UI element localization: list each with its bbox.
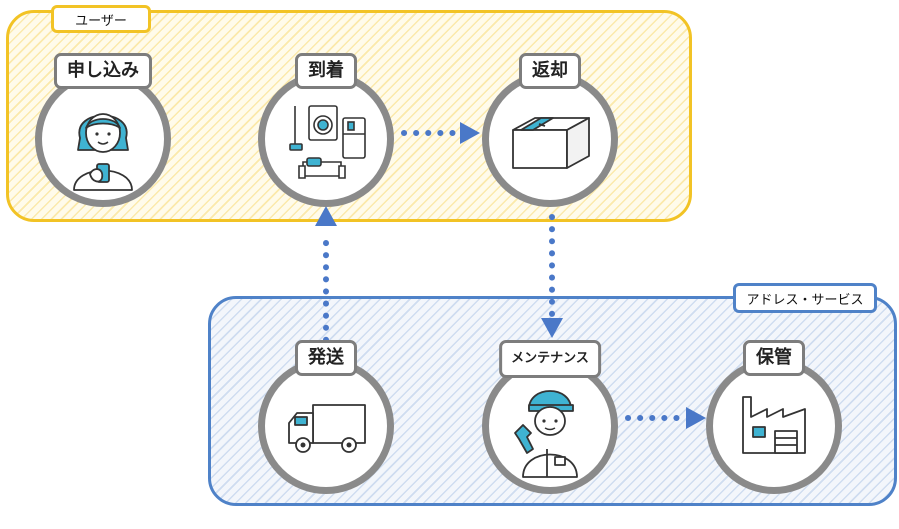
node-maint: メンテナンス xyxy=(482,340,618,494)
node-return: 返却 xyxy=(482,53,618,207)
node-label-store: 保管 xyxy=(743,340,805,376)
service-group-label: アドレス・サービス xyxy=(733,283,877,313)
arrowhead-return xyxy=(460,122,480,144)
user-group-label: ユーザー xyxy=(51,5,151,33)
node-label-apply: 申し込み xyxy=(54,53,152,89)
node-label-maint: メンテナンス xyxy=(499,340,601,378)
appliances-icon xyxy=(289,105,366,179)
cardboard-box-icon xyxy=(512,117,590,169)
node-label-ship: 発送 xyxy=(295,340,357,376)
mechanic-with-wrench-icon xyxy=(514,390,578,478)
arrowhead-store xyxy=(686,407,706,429)
node-label-arrive: 到着 xyxy=(295,53,357,89)
node-arrive: 到着 xyxy=(258,53,394,207)
node-ship: 発送 xyxy=(258,340,394,494)
arrowhead-arrive xyxy=(315,206,337,226)
arrowhead-maint xyxy=(541,318,563,338)
node-store: 保管 xyxy=(706,340,842,494)
delivery-truck-icon xyxy=(288,404,366,453)
node-label-return: 返却 xyxy=(519,53,581,89)
woman-with-smartphone-icon xyxy=(73,113,133,191)
factory-warehouse-icon xyxy=(742,396,806,454)
node-apply: 申し込み xyxy=(35,53,171,207)
